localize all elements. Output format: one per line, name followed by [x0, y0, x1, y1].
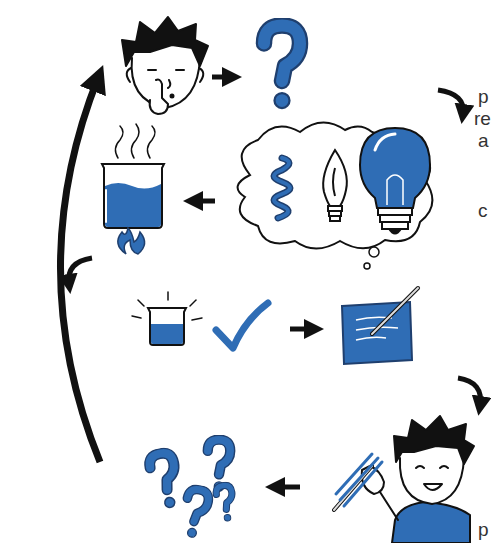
margin-text: re [474, 108, 491, 130]
margin-text: a [478, 130, 489, 152]
writing-boy [334, 416, 474, 543]
flow-arrow [275, 485, 300, 490]
spring-idea [274, 158, 290, 218]
curved-arrow [438, 90, 463, 114]
heated-beaker [102, 124, 164, 254]
return-arrow [60, 78, 100, 462]
flow-arrow [212, 75, 232, 80]
candle-bulb-idea [323, 150, 347, 221]
curved-arrow [69, 258, 92, 284]
result-beaker [132, 292, 202, 345]
curved-arrow [458, 378, 481, 406]
margin-text: c [478, 200, 488, 222]
thought-bubble [238, 122, 433, 269]
margin-text: p [478, 86, 489, 108]
flow-arrow [193, 199, 215, 204]
new-questions [148, 440, 236, 539]
thinking-boy [122, 17, 208, 114]
flow-arrow [290, 327, 314, 332]
lightbulb-idea [360, 128, 430, 235]
spring-idea [274, 158, 290, 218]
check-mark [216, 303, 268, 348]
notebook [342, 288, 418, 364]
margin-text: p [478, 519, 489, 541]
question-mark [264, 26, 300, 109]
